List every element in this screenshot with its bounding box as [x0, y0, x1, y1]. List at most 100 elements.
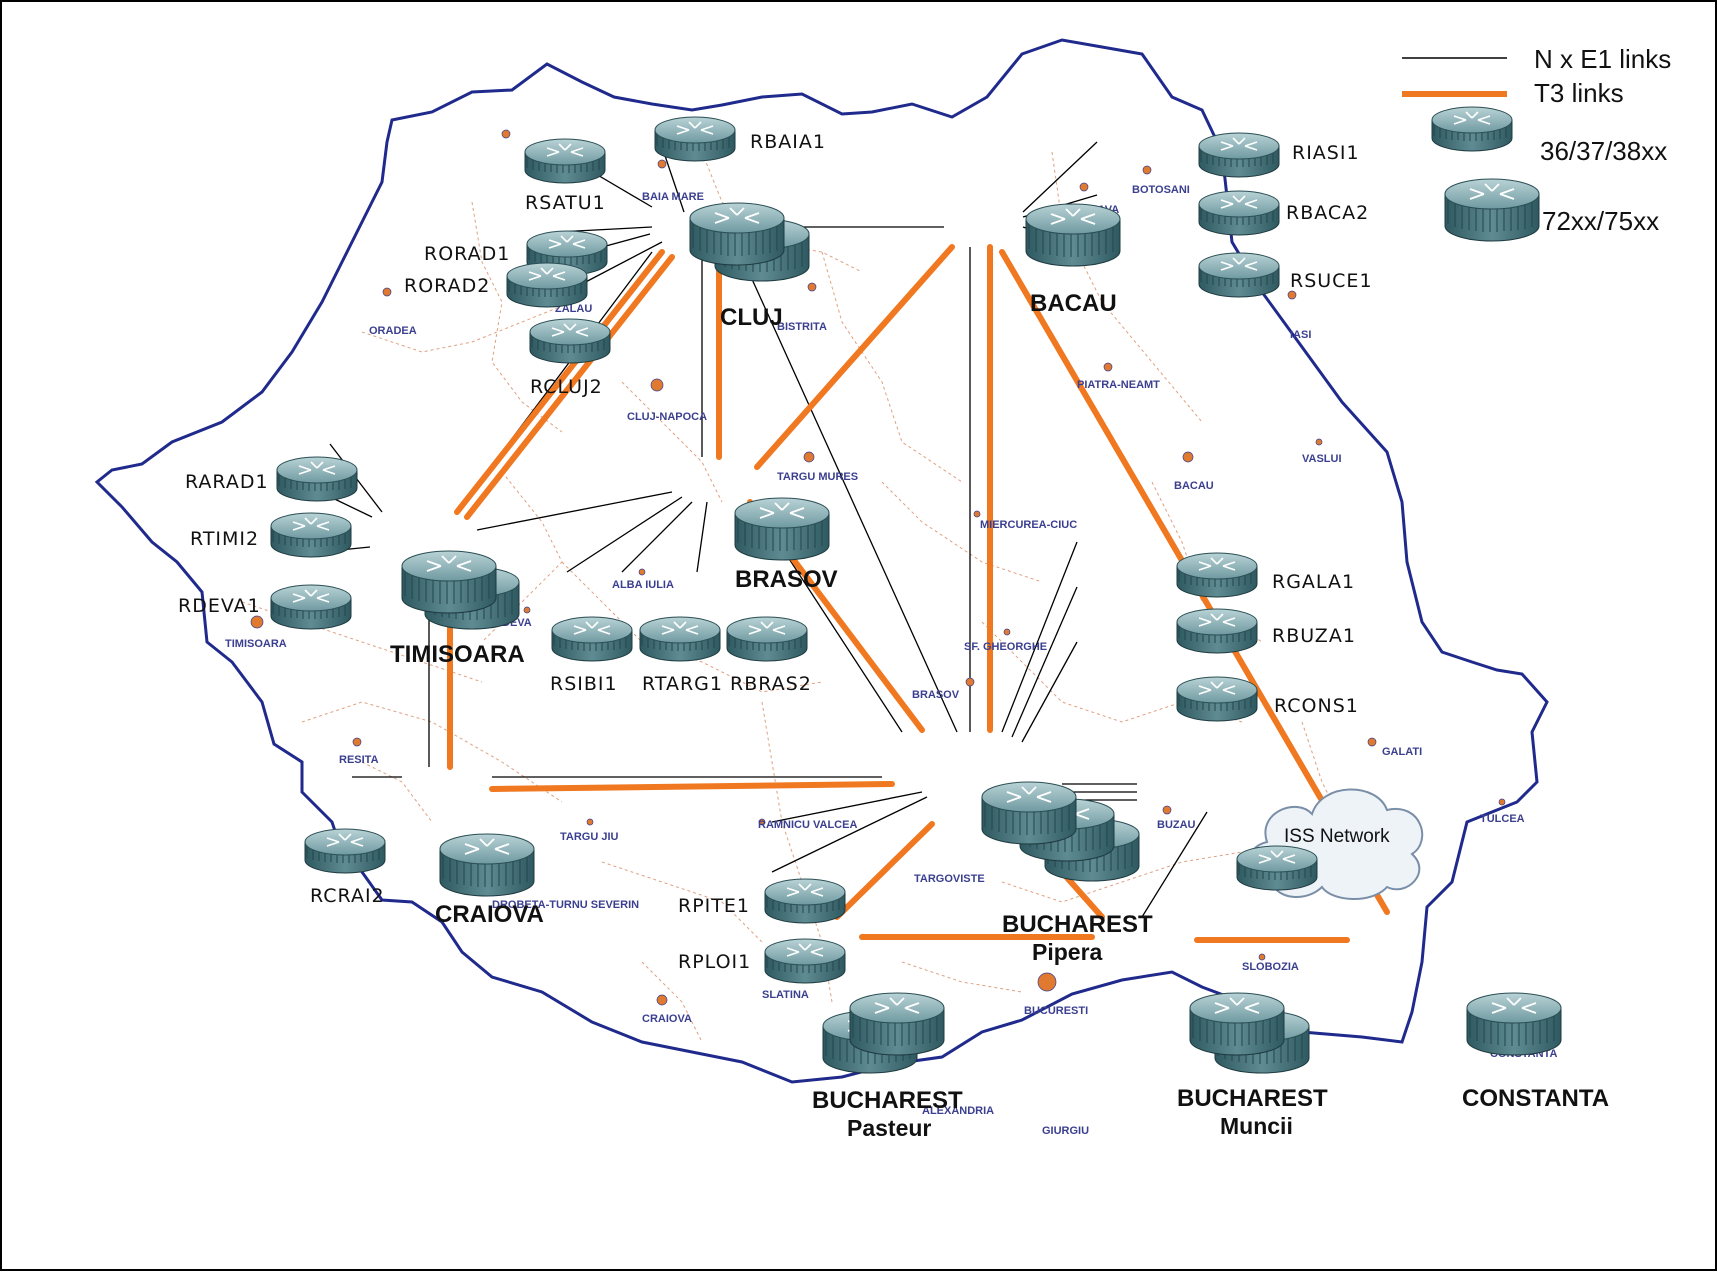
router-label: RBACA2 [1286, 202, 1369, 224]
city-label: BOTOSANI [1132, 184, 1190, 196]
router-label: RORAD1 [424, 243, 510, 265]
city-label: SLOBOZIA [1242, 961, 1299, 973]
router-icon [551, 616, 633, 662]
city-label: TIMISOARA [225, 638, 287, 650]
city-label: TARGU JIU [560, 831, 619, 843]
router-icon [506, 262, 588, 308]
city-label: SLATINA [762, 989, 809, 1001]
city-label: CLUJ-NAPOCA [627, 411, 707, 423]
city-label: IASI [1290, 329, 1311, 341]
router-icon [1198, 132, 1280, 178]
cloud-label: ISS Network [1284, 826, 1390, 847]
router-icon [1176, 552, 1258, 598]
legend-large-router-icon [1444, 178, 1540, 242]
router-icon [1025, 203, 1121, 267]
router-icon [689, 202, 785, 266]
router-icon [1198, 252, 1280, 298]
city-label: RESITA [339, 754, 379, 766]
hub-label: CONSTANTA [1462, 1085, 1609, 1112]
city-label: VASLUI [1302, 453, 1342, 465]
router-label: RBRAS2 [730, 673, 812, 695]
router-label: RPITE1 [678, 895, 750, 917]
router-icon [276, 456, 358, 502]
hub-label: BUCHAREST [1002, 911, 1153, 938]
router-icon [639, 616, 721, 662]
router-icon [270, 584, 352, 630]
city-label: TARGOVISTE [914, 873, 985, 885]
router-label: RBUZA1 [1272, 625, 1356, 647]
city-label: TULCEA [1480, 813, 1525, 825]
router-icon [270, 512, 352, 558]
city-label: TARGU MURES [777, 471, 858, 483]
hub-label: BACAU [1030, 290, 1117, 317]
router-icon [1189, 992, 1285, 1056]
city-label: BRASOV [912, 689, 960, 701]
city-label: CRAIOVA [642, 1013, 692, 1025]
router-icon [1466, 992, 1562, 1056]
city-label: MIERCUREA-CIUC [980, 519, 1077, 531]
city-label: BUZAU [1157, 819, 1196, 831]
router-icon [304, 828, 386, 874]
romania-border [94, 38, 1549, 1084]
router-icon [439, 833, 535, 897]
router-icon [529, 318, 611, 364]
legend-t3-label: T3 links [1534, 78, 1624, 108]
hub-label: BUCHAREST [812, 1087, 963, 1114]
hub-sublabel: Pipera [1032, 939, 1103, 965]
router-label: RBAIA1 [750, 131, 826, 153]
router-label: RCRAI2 [310, 885, 385, 907]
router-icon [1198, 190, 1280, 236]
router-label: RCLUJ2 [530, 376, 603, 398]
city-label: PIATRA-NEAMT [1077, 379, 1160, 391]
router-label: RCONS1 [1274, 695, 1359, 717]
router-icon [764, 938, 846, 984]
router-icon [401, 550, 497, 614]
legend-large-label: 72xx/75xx [1542, 206, 1659, 236]
hub-label: TIMISOARA [390, 641, 525, 668]
city-label: RAMNICU VALCEA [758, 819, 857, 831]
city-label: BACAU [1174, 480, 1214, 492]
router-label: RIASI1 [1292, 142, 1360, 164]
router-label: RSIBI1 [550, 673, 618, 695]
city-label: ORADEA [369, 325, 417, 337]
router-label: RARAD1 [185, 471, 269, 493]
hub-label: BUCHAREST [1177, 1085, 1328, 1112]
router-icon [1176, 676, 1258, 722]
city-label: DROBETA-TURNU SEVERIN [492, 899, 639, 911]
router-icon [764, 878, 846, 924]
city-label: BISTRITA [777, 321, 827, 333]
city-label: ALBA IULIA [612, 579, 674, 591]
router-icon [734, 497, 830, 561]
city-label: ALEXANDRIA [922, 1105, 994, 1117]
router-label: RTARG1 [642, 673, 723, 695]
router-icon [654, 116, 736, 162]
hub-sublabel: Muncii [1220, 1113, 1293, 1139]
router-icon [726, 616, 808, 662]
hub-label: CRAIOVA [435, 901, 544, 928]
city-label: GALATI [1382, 746, 1422, 758]
legend-small-label: 36/37/38xx [1540, 136, 1667, 166]
hub-label: BRASOV [735, 566, 838, 593]
router-label: RTIMI2 [190, 528, 259, 550]
router-label: RSATU1 [525, 192, 606, 214]
legend-e1-label: N x E1 links [1534, 44, 1671, 74]
city-label: BUCURESTI [1024, 1005, 1088, 1017]
hub-label: CLUJ [720, 304, 783, 331]
router-label: RDEVA1 [178, 595, 261, 617]
router-label: RSUCE1 [1290, 270, 1373, 292]
router-icon [524, 138, 606, 184]
router-icon [981, 781, 1077, 845]
router-icon [1236, 845, 1318, 891]
city-label: GIURGIU [1042, 1125, 1089, 1137]
legend: N x E1 links T3 links 36/37/38xx 72xx/75… [1402, 44, 1671, 236]
router-icon [849, 992, 945, 1056]
legend-small-router-icon [1431, 106, 1513, 152]
router-label: RPLOI1 [678, 951, 751, 973]
router-icon [1176, 608, 1258, 654]
city-label: SF. GHEORGHE [964, 641, 1047, 653]
router-label: RGALA1 [1272, 571, 1355, 593]
hub-sublabel: Pasteur [847, 1115, 931, 1141]
city-label: BAIA MARE [642, 191, 704, 203]
router-label: RORAD2 [404, 275, 490, 297]
